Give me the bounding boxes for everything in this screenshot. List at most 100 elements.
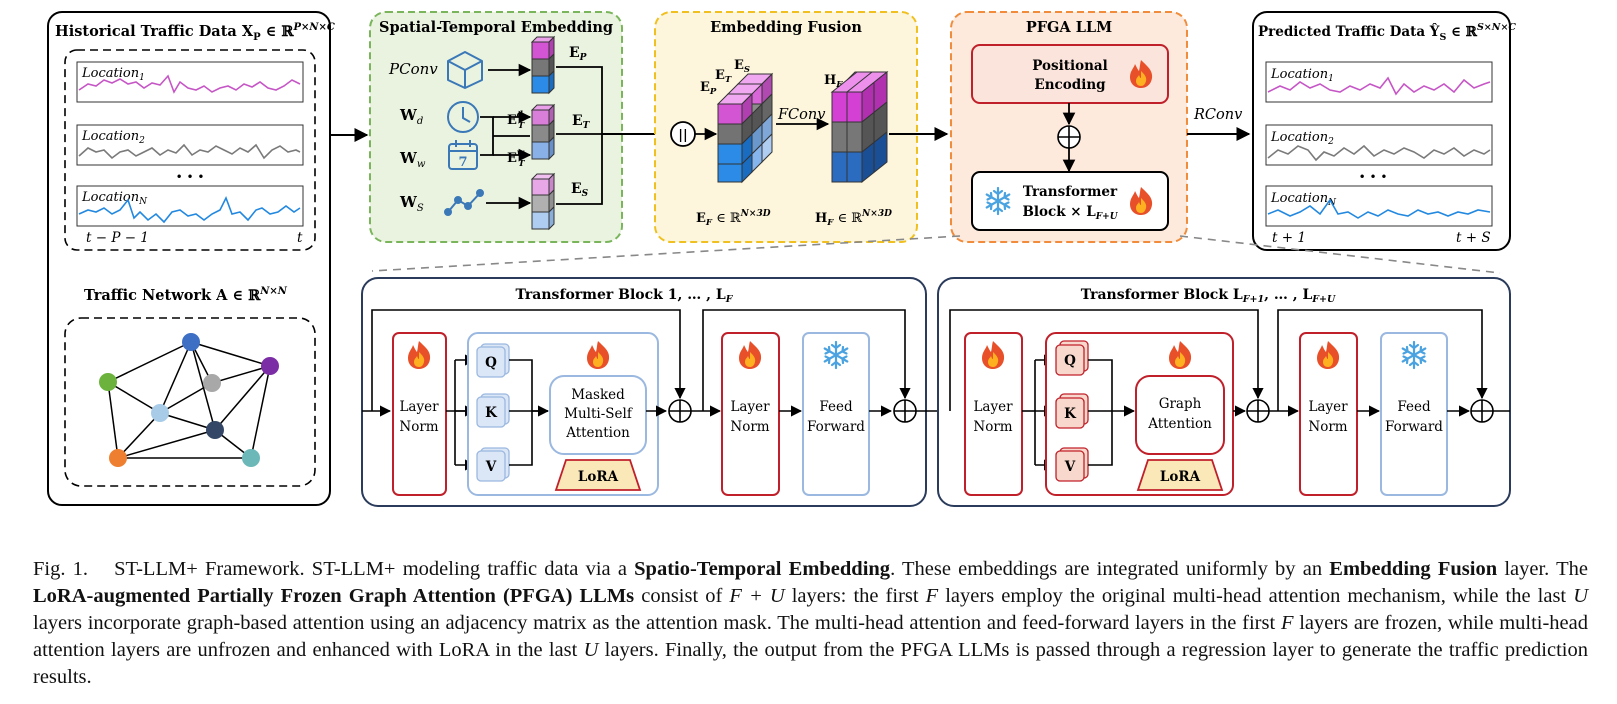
svg-text:K: K — [1064, 406, 1077, 422]
caption-bold: Spatio-Temporal Embedding — [634, 558, 891, 580]
fusion-ep-label: EP — [700, 80, 717, 97]
block-left-title: Transformer Block 1, … , LF — [516, 287, 734, 305]
svg-text:Attention: Attention — [1147, 416, 1212, 432]
pfga-llm-panel: PFGA LLM Positional Encoding Transformer… — [950, 11, 1188, 243]
graph-path-icon — [444, 189, 484, 216]
history-location-n-label: LocationN — [81, 190, 148, 207]
fconv-label: FConv — [777, 107, 826, 123]
history-series-1 — [78, 74, 301, 94]
clock-icon — [447, 101, 479, 133]
predicted-axis-end: t + S — [1456, 230, 1491, 246]
caption-text: layers: the first — [784, 585, 926, 607]
es-embedding-stack — [530, 172, 556, 231]
caption-bold: LoRA-augmented Partially Frozen Graph At… — [33, 585, 635, 607]
positional-encoding-box — [971, 44, 1169, 104]
ws-label: WS — [399, 193, 424, 214]
history-location-1-label: Location1 — [81, 66, 145, 83]
ef-formula: EF ∈ ℝN×3D — [696, 209, 771, 228]
network-node — [203, 374, 221, 392]
svg-text:Norm: Norm — [399, 419, 438, 435]
q-box: Q — [1055, 340, 1089, 376]
caption-text: layers employ the original multi-head at… — [938, 585, 1574, 607]
network-node — [99, 373, 117, 391]
plus-circle-icon — [1057, 125, 1081, 149]
history-axis-start: t − P − 1 — [86, 230, 149, 246]
pfga-title: PFGA LLM — [1026, 19, 1112, 36]
caption-math: F — [925, 585, 939, 607]
svg-text:7: 7 — [458, 155, 467, 170]
svg-text:Layer: Layer — [730, 399, 770, 415]
fusion-es-label: ES — [734, 58, 750, 75]
transformer-block-frozen: Transformer Block 1, … , LF Layer Norm Q… — [361, 277, 964, 507]
pos-enc-line1: Positional — [1032, 58, 1108, 74]
svg-text:Feed: Feed — [1397, 399, 1431, 415]
history-ellipsis: • • • — [176, 170, 205, 184]
fusion-et-label: ET — [715, 68, 732, 85]
predicted-series-1 — [1267, 76, 1491, 96]
predicted-location-2-label: Location2 — [1270, 130, 1334, 147]
caption-math: U — [583, 639, 599, 661]
predicted-location-1-label: Location1 — [1270, 67, 1334, 84]
concat-icon: || — [670, 121, 696, 147]
feed-forward-frozen — [802, 332, 870, 496]
svg-text:LoRA: LoRA — [578, 469, 619, 485]
caption-text: layers are frozen, while multi-head atte… — [33, 612, 1589, 661]
ww-label: Ww — [399, 149, 426, 170]
ep-embedding-stack — [530, 35, 556, 95]
svg-text:Norm: Norm — [730, 419, 769, 435]
predicted-ellipsis: • • • — [1359, 170, 1388, 184]
network-graph — [107, 341, 271, 459]
hf-block — [830, 70, 889, 184]
svg-text:Multi-Self: Multi-Self — [564, 406, 633, 422]
historical-title: Historical Traffic Data XP ∈ ℝP×N×C — [55, 22, 335, 43]
history-series-n — [78, 196, 301, 224]
caption-text: layer. The — [1497, 558, 1589, 580]
tb-line1: Transformer — [1023, 184, 1118, 200]
caption-text: layers incorporate graph-based attention… — [33, 612, 1281, 634]
historical-panel: Historical Traffic Data XP ∈ ℝP×N×C Loca… — [47, 11, 335, 506]
caption-math: U — [1573, 585, 1589, 607]
es-label: ES — [571, 181, 589, 199]
svg-text:K: K — [485, 405, 498, 421]
history-series-2 — [78, 143, 301, 160]
plus-circle-icon — [668, 399, 692, 423]
wd-label: Wd — [399, 106, 423, 127]
svg-text:Layer: Layer — [399, 399, 439, 415]
k-box: K — [476, 393, 510, 428]
network-node — [261, 357, 279, 375]
plus-circle-icon — [1470, 399, 1494, 423]
layer-norm-3 — [964, 332, 1023, 496]
svg-text:Layer: Layer — [973, 399, 1013, 415]
pconv-label: PConv — [388, 60, 438, 78]
predicted-series-2 — [1267, 144, 1491, 162]
svg-text:Feed: Feed — [819, 399, 853, 415]
svg-text:Attention: Attention — [565, 425, 630, 441]
tb-line2: Block × LF+U — [1022, 204, 1118, 222]
svg-text:Q: Q — [1064, 353, 1076, 369]
plus-circle-icon — [893, 399, 917, 423]
svg-text:V: V — [1064, 459, 1076, 475]
q-box: Q — [476, 343, 510, 378]
rconv-label: RConv — [1193, 107, 1243, 123]
predicted-panel: Predicted Traffic Data ŶS ∈ ℝS×N×C Locat… — [1252, 11, 1516, 251]
v-box: V — [1055, 447, 1089, 482]
cube-icon — [447, 51, 483, 89]
svg-text:V: V — [485, 459, 497, 475]
lora-box: LoRA — [1136, 459, 1224, 491]
svg-text:||: || — [678, 128, 687, 143]
caption-text: consist of — [634, 585, 730, 607]
caption-text: . These embeddings are integrated unifor… — [890, 558, 1330, 580]
transformer-block-graph: Transformer Block LF+1, … , LF+U Layer N… — [937, 277, 1511, 507]
v-box: V — [476, 447, 510, 482]
hf-formula: HF ∈ ℝN×3D — [815, 209, 892, 228]
network-node — [242, 449, 260, 467]
caption-text: ST-LLM+ Framework. ST-LLM+ modeling traf… — [114, 558, 635, 580]
k-box: K — [1055, 393, 1089, 429]
predicted-axis-start: t + 1 — [1272, 230, 1306, 246]
svg-text:LoRA: LoRA — [1160, 469, 1201, 485]
embedding-fusion-panel: Embedding Fusion || — [654, 11, 918, 243]
network-title: Traffic Network A ∈ ℝN×N — [84, 286, 288, 304]
caption-text: layers. Finally, the output from the PFG… — [33, 639, 1588, 688]
